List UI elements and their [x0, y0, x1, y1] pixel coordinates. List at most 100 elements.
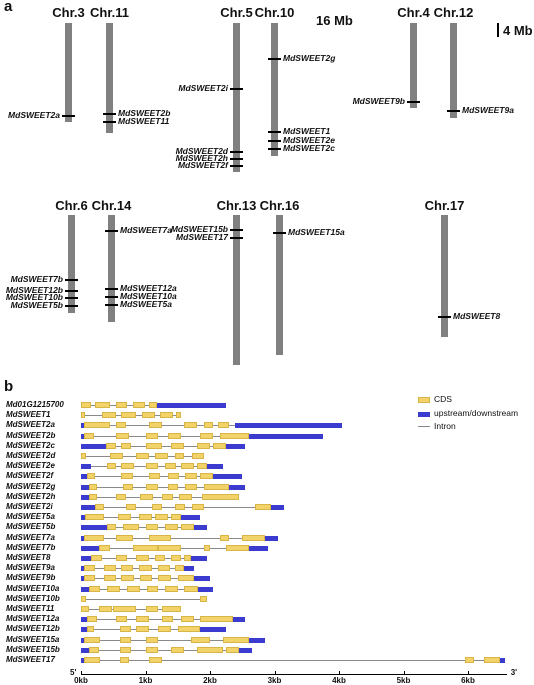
utr-segment [81, 647, 89, 653]
scale-4mb-label: 4 Mb [503, 23, 533, 38]
cds-segment [84, 514, 104, 521]
intron-line [81, 629, 227, 631]
utr-segment [81, 576, 85, 582]
axis-tick-label: 2kb [203, 676, 217, 685]
cds-segment [168, 432, 181, 439]
cds-segment [180, 524, 194, 531]
panel-b-letter: b [4, 378, 14, 395]
gene-tick [268, 58, 281, 60]
utr-segment [198, 586, 214, 592]
utr-segment [248, 545, 269, 551]
gene-label: MdSWEET7b [10, 274, 63, 284]
cds-segment [103, 565, 117, 572]
utr-segment [226, 443, 246, 449]
axis-tick-label: 5kb [396, 676, 411, 685]
gene-name: MdSWEET2h [6, 491, 56, 501]
gene-label: MdSWEET1 [283, 126, 331, 136]
cds-segment [116, 432, 130, 439]
cds-segment [171, 442, 185, 449]
gene-label: MdSWEET2g [283, 53, 336, 63]
cds-segment [99, 544, 110, 551]
cds-segment [177, 626, 201, 633]
cds-segment [116, 534, 133, 541]
gene-label: MdSWEET12a [120, 283, 177, 293]
cds-segment [164, 524, 178, 531]
cds-segment [99, 606, 112, 612]
intron-line [81, 568, 194, 570]
cds-segment [135, 453, 149, 459]
chromosome-label: Chr.16 [259, 198, 300, 213]
utr-segment [190, 556, 207, 561]
gene-tick [230, 88, 243, 90]
gene-name: Md01G1215700 [6, 400, 64, 409]
cds-segment [116, 402, 128, 408]
chromosome-bar [106, 23, 113, 133]
cds-segment [213, 442, 227, 449]
gene-tick [230, 158, 243, 160]
cds-segment [84, 534, 104, 541]
gene-label: MdSWEET2h [175, 153, 228, 163]
utr-segment [81, 474, 88, 480]
gene-label: MdSWEET5b [10, 300, 63, 310]
cds-segment [191, 453, 204, 459]
cds-segment [140, 493, 154, 500]
gene-tick [105, 296, 118, 298]
utr-segment [81, 627, 88, 633]
cds-segment [127, 585, 141, 592]
chromosome-bar [450, 23, 457, 118]
axis-tick [274, 671, 276, 675]
gene-name: MdSWEET17 [6, 655, 55, 664]
gene-label: MdSWEET7a [120, 225, 172, 235]
cds-segment [95, 402, 111, 408]
axis-3prime-label: 3' [510, 668, 518, 677]
cds-segment [120, 575, 134, 582]
cds-segment [95, 504, 104, 510]
gene-tick [103, 121, 116, 123]
cds-segment [161, 493, 173, 500]
cds-segment [84, 636, 101, 643]
cds-segment [158, 575, 172, 582]
cds-segment [120, 565, 133, 572]
gene-label: MdSWEET9a [462, 105, 514, 115]
cds-segment [91, 555, 102, 561]
chromosome-bar [233, 23, 240, 172]
cds-segment [116, 616, 128, 623]
cds-segment [87, 616, 98, 623]
intron-line [81, 496, 240, 498]
intron-line [81, 598, 207, 600]
gene-name: MdSWEET1 [6, 410, 51, 420]
gene-label: MdSWEET17 [176, 232, 228, 242]
cds-segment [200, 616, 233, 623]
cds-segment [159, 412, 173, 419]
gene-label: MdSWEET10a [120, 291, 177, 301]
cds-segment [84, 575, 96, 582]
gene-label: MdSWEET2a [8, 110, 60, 120]
gene-name: MdSWEET10a [6, 583, 60, 593]
cds-segment [120, 442, 132, 449]
cds-segment [180, 616, 194, 623]
chromosome-bar [233, 215, 240, 365]
axis-tick-label: 6kb [461, 676, 475, 685]
utr-segment [193, 525, 207, 531]
gene-label: MdSWEET5a [120, 299, 172, 309]
cds-segment [185, 483, 198, 490]
cds-segment [164, 585, 178, 592]
cds-segment [110, 453, 123, 459]
utr-segment [81, 515, 85, 521]
utr-segment [229, 484, 246, 490]
gene-label: MdSWEET2e [283, 135, 335, 145]
cds-segment [135, 626, 149, 633]
cds-segment [122, 483, 133, 490]
utr-segment [248, 637, 265, 643]
cds-segment [140, 575, 152, 582]
gene-tick [268, 148, 281, 150]
cds-segment [81, 606, 89, 612]
cds-segment [148, 473, 160, 480]
cds-segment [81, 453, 87, 459]
axis-tick [403, 671, 405, 675]
cds-segment [200, 432, 214, 439]
utr-segment [81, 423, 85, 429]
axis-5prime-label: 5' [70, 668, 77, 677]
cds-segment [139, 565, 152, 572]
cds-segment [119, 626, 132, 633]
